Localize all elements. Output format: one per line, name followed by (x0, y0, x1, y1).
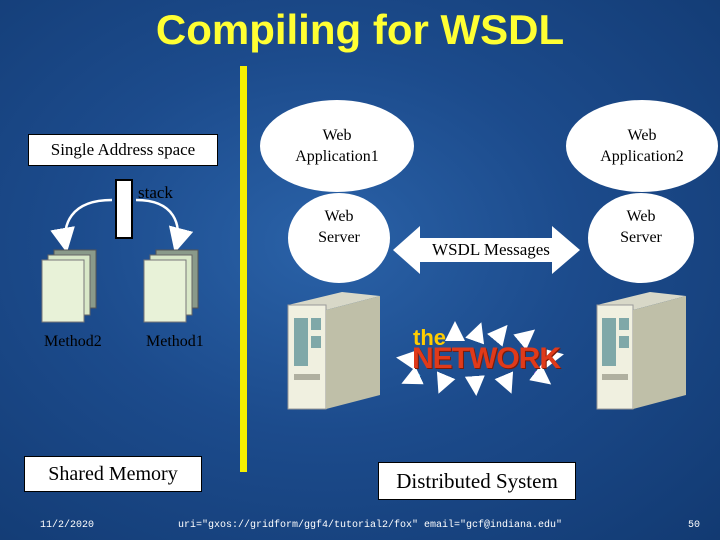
web-server1-label: Web Server (318, 208, 360, 246)
web-server2-node: Web Server (588, 193, 694, 283)
web-server1-node: Web Server (288, 193, 390, 283)
method2-pages-icon (41, 249, 97, 323)
single-address-space-label: Single Address space (50, 140, 196, 159)
server2-icon (596, 292, 686, 410)
wsdl-messages-label: WSDL Messages (432, 240, 550, 259)
arrow-stack-to-method2 (50, 198, 113, 253)
web-application2-label: Web Application2 (600, 127, 684, 165)
web-application1-node: Web Application1 (260, 100, 414, 192)
footer-uri: uri="gxos://gridform/ggf4/tutorial2/fox"… (178, 520, 563, 531)
server1-icon (287, 292, 380, 410)
stack-label: stack (138, 183, 173, 202)
network-logo-big-text: NETWORK (412, 342, 561, 375)
slide-title: Compiling for WSDL (155, 6, 565, 53)
method1-label: Method1 (146, 333, 204, 350)
method2-label: Method2 (44, 333, 102, 350)
method1-pages-icon (143, 249, 199, 323)
wsdl-double-arrow (393, 226, 580, 274)
web-server2-label: Web Server (620, 208, 662, 246)
footer-page-number: 50 (688, 520, 701, 531)
divider-line (240, 66, 247, 472)
arrow-stack-to-method1 (135, 198, 194, 253)
footer-date: 11/2/2020 (40, 520, 95, 531)
network-logo-arrows (396, 321, 564, 396)
distributed-system-label: Distributed System (396, 468, 558, 493)
web-application2-node: Web Application2 (566, 100, 718, 192)
single-address-space-box: Single Address space (28, 134, 218, 166)
distributed-system-box: Distributed System (378, 462, 576, 500)
shared-memory-label: Shared Memory (48, 462, 178, 485)
web-application1-label: Web Application1 (295, 127, 379, 165)
shared-memory-box: Shared Memory (24, 456, 202, 492)
network-logo-small-text: the (413, 325, 446, 350)
stack-box (115, 179, 133, 239)
